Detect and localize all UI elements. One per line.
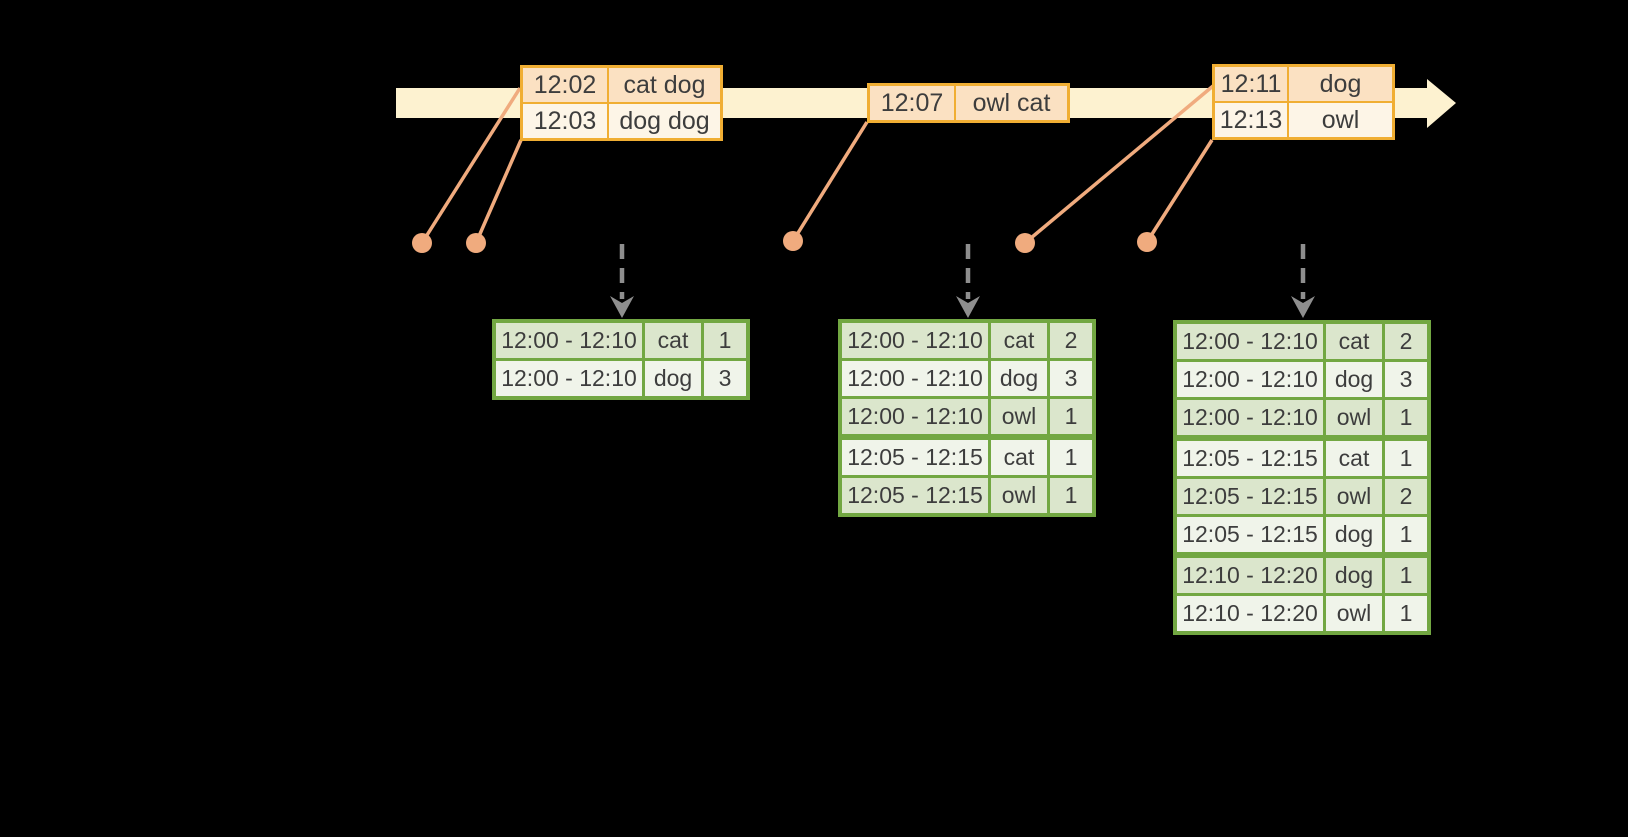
- result-row: 12:05 - 12:15 dog 1: [1177, 517, 1427, 552]
- event-dot: [783, 231, 803, 251]
- event-dot: [466, 233, 486, 253]
- event-row: 12:11 dog: [1215, 67, 1392, 101]
- event-dot: [412, 233, 432, 253]
- count-cell: 1: [704, 323, 746, 358]
- result-row: 12:05 - 12:15 owl 1: [842, 478, 1092, 513]
- window-cell: 12:00 - 12:10: [496, 323, 642, 358]
- window-cell: 12:00 - 12:10: [842, 323, 988, 358]
- result-row: 12:00 - 12:10 cat 2: [1177, 324, 1427, 359]
- window-cell: 12:00 - 12:10: [1177, 400, 1323, 435]
- window-cell: 12:00 - 12:10: [842, 399, 988, 434]
- word-cell: cat: [991, 440, 1047, 475]
- event-time-cell: 12:07: [870, 86, 954, 120]
- result-row: 12:00 - 12:10 dog 3: [496, 361, 746, 396]
- word-cell: owl: [1326, 400, 1382, 435]
- event-words-cell: owl: [1289, 103, 1392, 137]
- word-cell: cat: [645, 323, 701, 358]
- event-pointer-line: [1023, 84, 1215, 245]
- count-cell: 1: [1385, 596, 1427, 631]
- event-row: 12:07 owl cat: [870, 86, 1067, 120]
- count-cell: 2: [1385, 479, 1427, 514]
- event-dot: [1137, 232, 1157, 252]
- window-cell: 12:00 - 12:10: [496, 361, 642, 396]
- window-cell: 12:00 - 12:10: [1177, 362, 1323, 397]
- result-table-3: 12:00 - 12:10 cat 2 12:00 - 12:10 dog 3 …: [1173, 320, 1431, 635]
- result-row: 12:05 - 12:15 cat 1: [842, 440, 1092, 475]
- count-cell: 3: [1050, 361, 1092, 396]
- count-cell: 1: [1050, 399, 1092, 434]
- result-row: 12:00 - 12:10 owl 1: [1177, 400, 1427, 435]
- count-cell: 1: [1385, 558, 1427, 593]
- window-cell: 12:10 - 12:20: [1177, 558, 1323, 593]
- window-cell: 12:05 - 12:15: [1177, 441, 1323, 476]
- result-row: 12:10 - 12:20 dog 1: [1177, 558, 1427, 593]
- result-row: 12:00 - 12:10 owl 1: [842, 399, 1092, 434]
- word-cell: owl: [1326, 479, 1382, 514]
- result-table-2: 12:00 - 12:10 cat 2 12:00 - 12:10 dog 3 …: [838, 319, 1096, 517]
- event-words-cell: owl cat: [956, 86, 1067, 120]
- event-time-cell: 12:02: [523, 68, 607, 102]
- result-table-1: 12:00 - 12:10 cat 1 12:00 - 12:10 dog 3: [492, 319, 750, 400]
- word-cell: owl: [991, 399, 1047, 434]
- word-cell: owl: [1326, 596, 1382, 631]
- event-time-cell: 12:03: [523, 104, 607, 138]
- trigger-arrowhead-icon: [1291, 296, 1315, 318]
- window-cell: 12:00 - 12:10: [1177, 324, 1323, 359]
- event-pointer-line: [791, 121, 869, 242]
- timeline-arrowhead-icon: [1427, 79, 1456, 128]
- window-cell: 12:10 - 12:20: [1177, 596, 1323, 631]
- word-cell: dog: [991, 361, 1047, 396]
- event-words-cell: dog: [1289, 67, 1392, 101]
- event-pointer-line: [420, 87, 522, 244]
- window-cell: 12:00 - 12:10: [842, 361, 988, 396]
- word-cell: dog: [1326, 362, 1382, 397]
- event-pointer-line: [1145, 139, 1214, 243]
- word-cell: dog: [1326, 558, 1382, 593]
- count-cell: 1: [1385, 517, 1427, 552]
- event-table-1: 12:02 cat dog 12:03 dog dog: [520, 65, 723, 141]
- event-row: 12:13 owl: [1215, 103, 1392, 137]
- count-cell: 1: [1385, 441, 1427, 476]
- event-pointer-line: [474, 139, 523, 244]
- event-table-3: 12:11 dog 12:13 owl: [1212, 64, 1395, 140]
- word-cell: cat: [991, 323, 1047, 358]
- count-cell: 3: [1385, 362, 1427, 397]
- result-row: 12:00 - 12:10 dog 3: [842, 361, 1092, 396]
- result-row: 12:10 - 12:20 owl 1: [1177, 596, 1427, 631]
- window-cell: 12:05 - 12:15: [1177, 517, 1323, 552]
- count-cell: 1: [1050, 440, 1092, 475]
- word-cell: cat: [1326, 441, 1382, 476]
- count-cell: 2: [1385, 324, 1427, 359]
- event-time-cell: 12:13: [1215, 103, 1287, 137]
- window-cell: 12:05 - 12:15: [842, 440, 988, 475]
- result-row: 12:05 - 12:15 cat 1: [1177, 441, 1427, 476]
- word-cell: dog: [1326, 517, 1382, 552]
- result-row: 12:00 - 12:10 cat 1: [496, 323, 746, 358]
- word-cell: dog: [645, 361, 701, 396]
- trigger-arrowhead-icon: [610, 296, 634, 318]
- event-dot: [1015, 233, 1035, 253]
- event-words-cell: dog dog: [609, 104, 720, 138]
- window-cell: 12:05 - 12:15: [842, 478, 988, 513]
- event-row: 12:02 cat dog: [523, 68, 720, 102]
- result-row: 12:05 - 12:15 owl 2: [1177, 479, 1427, 514]
- event-table-2: 12:07 owl cat: [867, 83, 1070, 123]
- window-cell: 12:05 - 12:15: [1177, 479, 1323, 514]
- count-cell: 2: [1050, 323, 1092, 358]
- result-row: 12:00 - 12:10 cat 2: [842, 323, 1092, 358]
- trigger-arrowhead-icon: [956, 296, 980, 318]
- event-row: 12:03 dog dog: [523, 104, 720, 138]
- event-time-cell: 12:11: [1215, 67, 1287, 101]
- count-cell: 3: [704, 361, 746, 396]
- event-words-cell: cat dog: [609, 68, 720, 102]
- word-cell: owl: [991, 478, 1047, 513]
- count-cell: 1: [1050, 478, 1092, 513]
- word-cell: cat: [1326, 324, 1382, 359]
- count-cell: 1: [1385, 400, 1427, 435]
- result-row: 12:00 - 12:10 dog 3: [1177, 362, 1427, 397]
